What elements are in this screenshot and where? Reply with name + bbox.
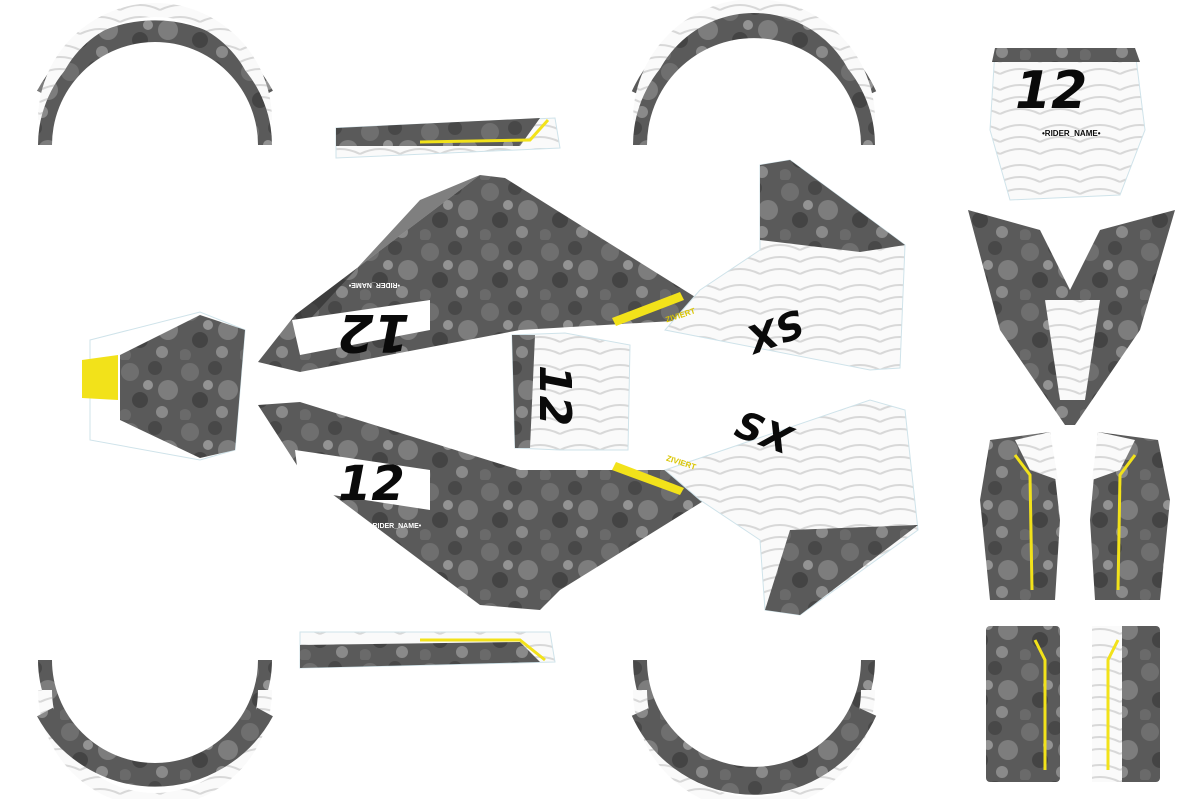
- side-number-upper: 12: [338, 302, 410, 362]
- rim-decal-bottom-right: [631, 659, 877, 799]
- side-number-lower: 12: [338, 456, 405, 512]
- rider-name-upper: •RIDER_NAME•: [348, 281, 400, 288]
- front-fender-decal: [968, 210, 1175, 425]
- lower-fork-left: [986, 626, 1060, 782]
- front-number-plate: 12 •RIDER_NAME•: [989, 48, 1146, 201]
- fork-guard-left: [980, 432, 1060, 600]
- radiator-shroud-lower: SX ZIVIERT: [664, 399, 919, 616]
- rear-fender-decal: [82, 311, 246, 461]
- front-number: 12: [1015, 61, 1087, 121]
- side-panel-lower: 12 •RIDER_NAME•: [258, 402, 705, 610]
- swingarm-decal-bottom: [299, 631, 556, 669]
- lower-fork-right: [1092, 626, 1160, 782]
- rider-name-lower: •RIDER_NAME•: [370, 523, 422, 530]
- rim-decal-top-left: [37, 3, 273, 146]
- fork-guard-right: [1090, 432, 1170, 600]
- center-number: 12: [529, 365, 580, 426]
- rim-decal-top-right: [631, 0, 877, 146]
- center-number-plate: 12: [511, 332, 631, 451]
- side-panel-upper: 12 •RIDER_NAME•: [258, 175, 700, 372]
- front-rider-name: •RIDER_NAME•: [1042, 129, 1101, 138]
- radiator-shroud-upper: SX ZIVIERT: [664, 159, 906, 371]
- rim-decal-bottom-left: [37, 659, 273, 799]
- swingarm-decal-top: [335, 117, 561, 159]
